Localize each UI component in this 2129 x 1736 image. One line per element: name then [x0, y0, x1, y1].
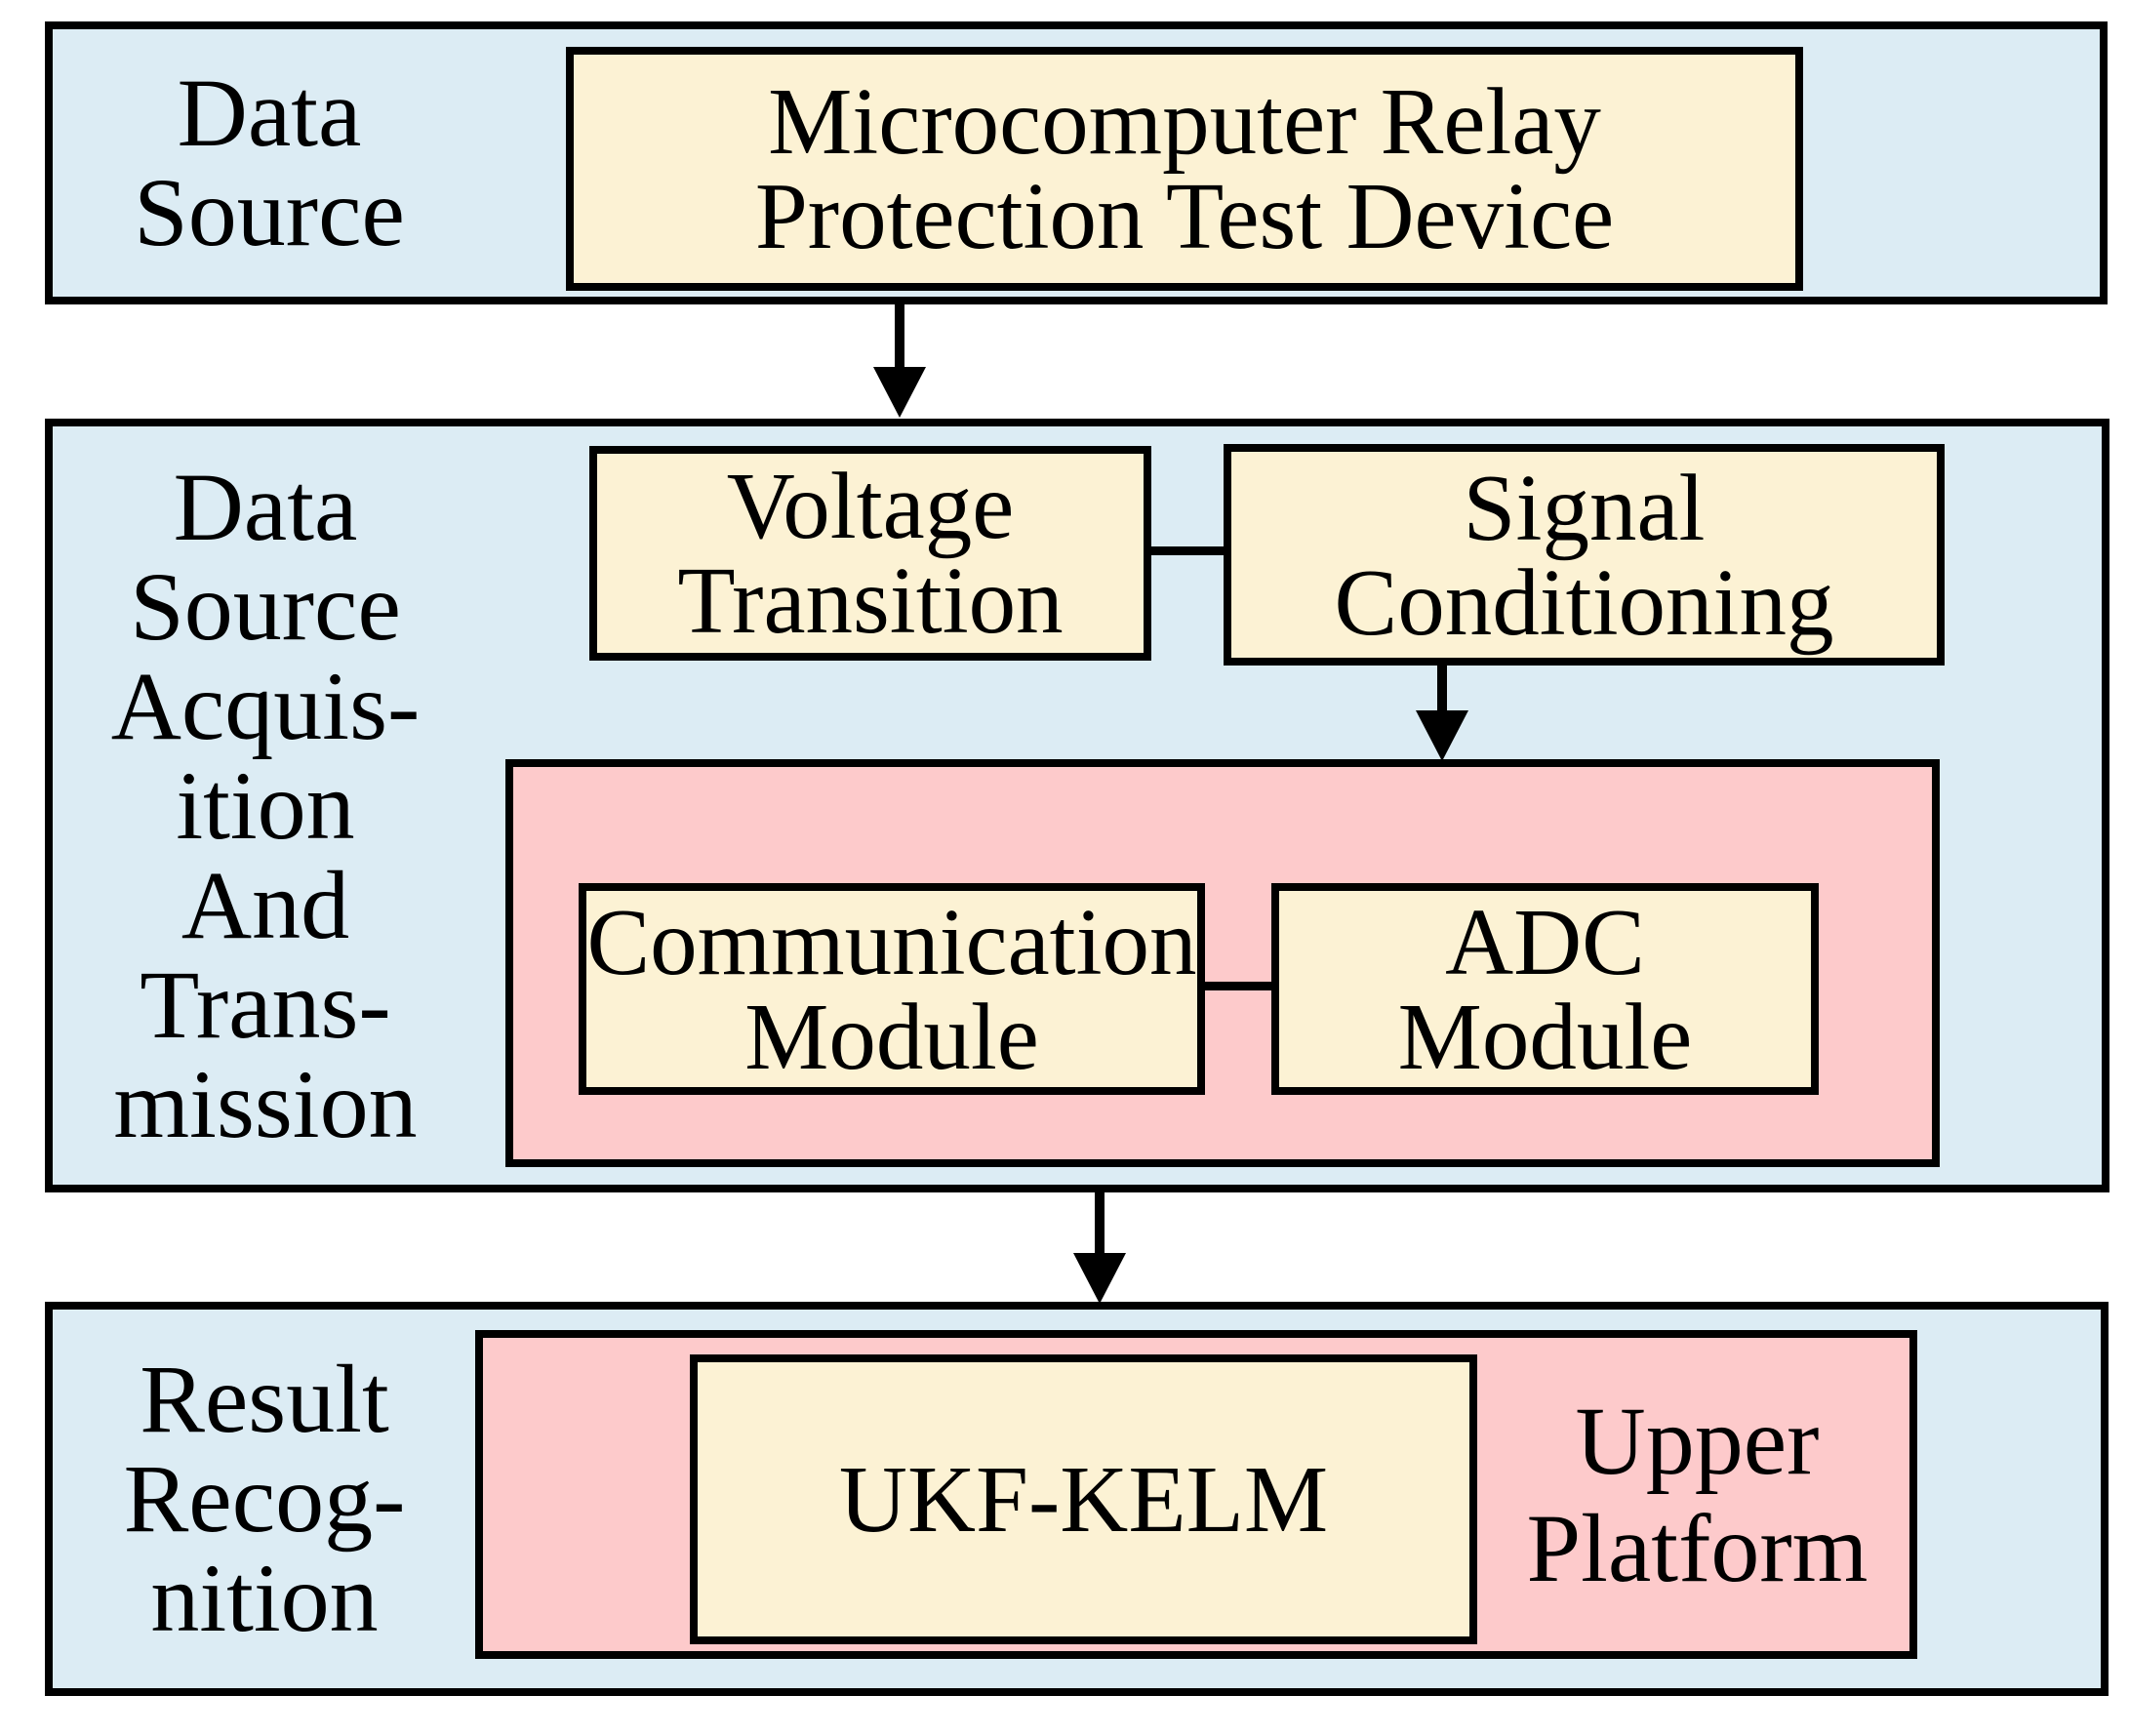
arrow-head [873, 367, 926, 418]
connector-communication-to-adc [1201, 982, 1275, 990]
arrow-shaft [1095, 1191, 1105, 1257]
label-data-source: Data Source [134, 59, 405, 266]
box-microcomputer-relay-protection-test-device: Microcomputer Relay Protection Test Devi… [566, 47, 1803, 291]
arrow-head [1073, 1253, 1126, 1304]
arrow-head [1416, 710, 1468, 761]
arrow-shaft [1437, 664, 1447, 714]
arrow-shaft [895, 303, 904, 371]
label-upper-platform: Upper Platform [1526, 1386, 1868, 1602]
label-acquisition-transmission: Data Source Acquis- ition And Trans- mis… [110, 452, 421, 1158]
box-adc-module: ADC Module [1271, 883, 1819, 1095]
box-ukf-kelm: UKF-KELM [690, 1354, 1477, 1644]
box-communication-module: Communication Module [579, 883, 1205, 1095]
box-voltage-transition: Voltage Transition [589, 446, 1151, 661]
connector-voltage-to-signal [1147, 546, 1227, 555]
label-result-recognition: Result Recog- nition [123, 1345, 406, 1652]
box-signal-conditioning: Signal Conditioning [1224, 444, 1945, 666]
